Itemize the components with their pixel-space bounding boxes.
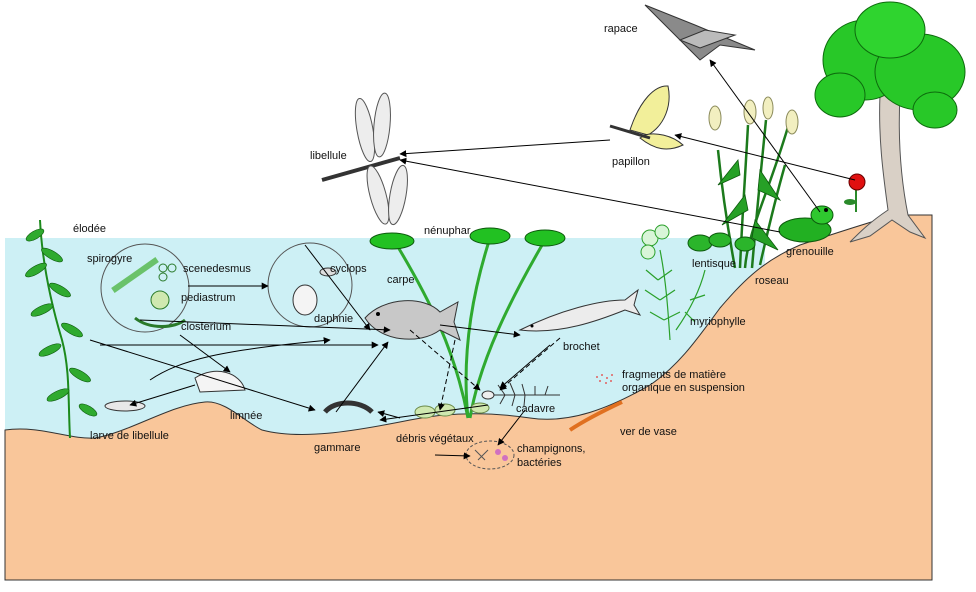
ver-de-vase [568,400,623,432]
food-web-arrows [89,59,856,460]
label-champignons-1: champignons, [517,443,586,455]
label-lentisque: lentisque [692,258,737,270]
label-cadavre: cadavre [516,403,556,415]
label-cyclops: cyclops [330,263,367,275]
label-champignons-2: bactéries [517,457,562,469]
label-spirogyre: spirogyre [87,253,133,265]
label-roseau: roseau [755,275,789,287]
label-larve-libellule: larve de libellule [90,430,169,442]
tree [814,1,966,243]
label-pediastrum: pediastrum [181,292,236,304]
label-papillon: papillon [612,156,650,168]
label-rapace: rapace [604,23,638,35]
reed-heads [708,96,799,135]
red-flower [844,173,866,212]
label-limnee: limnée [230,410,263,422]
label-debris: débris végétaux [396,433,474,445]
label-daphnie: daphnie [314,313,354,325]
frog [778,205,834,243]
label-myriophylle: myriophylle [690,316,746,328]
label-ver-de-vase: ver de vase [620,426,677,438]
label-libellule: libellule [310,150,347,162]
gammare [323,400,374,414]
dashed-arrows [409,329,561,411]
label-fragments-1: fragments de matière [622,369,726,381]
label-closterium: closterium [181,321,232,333]
libellule [321,92,408,226]
rapace [644,4,756,61]
lentisque-plants [687,232,756,252]
label-elodee: élodée [73,223,107,235]
small-water-plant [640,224,670,260]
brochet [518,288,642,332]
label-gammare: gammare [314,442,361,454]
label-nenuphar: nénuphar [424,225,471,237]
pond-soil [4,214,933,581]
reed-leaves [717,159,782,251]
zooplankton-circle [267,242,353,328]
label-grenouille: grenouille [786,246,834,258]
elodee-plant [25,219,98,439]
label-scenedesmus: scenedesmus [183,263,251,275]
label-fragments-2: organique en suspension [622,382,745,394]
suspended-matter [596,374,613,384]
label-brochet: brochet [563,341,600,353]
papillon [609,85,684,150]
nenuphar [369,227,566,419]
myriophylle [644,249,706,341]
label-carpe: carpe [387,274,415,286]
